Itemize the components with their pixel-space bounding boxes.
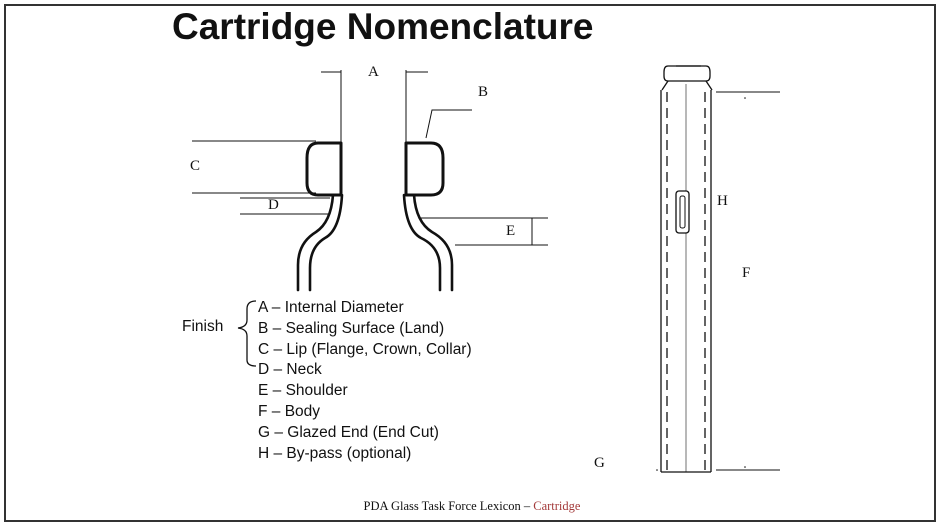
- cartridge-body: [660, 65, 713, 473]
- finish-brace: [237, 300, 257, 367]
- cartridge-cap: [663, 65, 711, 82]
- legend-item-a: A – Internal Diameter: [258, 299, 404, 316]
- legend-item-b: B – Sealing Surface (Land): [258, 320, 445, 337]
- finish-label: Finish: [182, 318, 224, 335]
- footer: PDA Glass Task Force Lexicon – Cartridge: [0, 499, 944, 514]
- legend-item-f: F – Body: [258, 403, 321, 420]
- legend-item-c: C – Lip (Flange, Crown, Collar): [258, 341, 472, 358]
- page-title: Cartridge Nomenclature: [172, 6, 594, 47]
- label-d: D: [268, 197, 279, 213]
- slide-frame: [4, 4, 936, 522]
- label-g: G: [594, 455, 605, 471]
- bypass-outer: [675, 190, 690, 234]
- wall-left-outer: [296, 193, 335, 292]
- legend-item-e: E – Shoulder: [258, 382, 348, 399]
- label-f: F: [742, 265, 751, 281]
- label-a: A: [368, 64, 379, 80]
- legend-item-d: D – Neck: [258, 361, 322, 378]
- label-e: E: [506, 223, 516, 239]
- legend-item-g: G – Glazed End (End Cut): [258, 424, 439, 441]
- leader-b: [425, 109, 472, 139]
- wall-right-inner: [402, 193, 442, 292]
- lip-right: [404, 141, 445, 197]
- label-c: C: [190, 158, 201, 174]
- wall-right-outer: [412, 193, 454, 292]
- footer-accent: Cartridge: [533, 499, 581, 513]
- wall-left-inner: [308, 193, 344, 292]
- bypass-inner: [679, 195, 686, 229]
- label-b: B: [478, 84, 489, 100]
- label-h: H: [717, 193, 728, 209]
- footer-text: PDA Glass Task Force Lexicon: [363, 499, 521, 513]
- legend-item-h: H – By-pass (optional): [258, 445, 412, 462]
- lip-left: [305, 141, 343, 197]
- footer-separator: –: [520, 499, 534, 513]
